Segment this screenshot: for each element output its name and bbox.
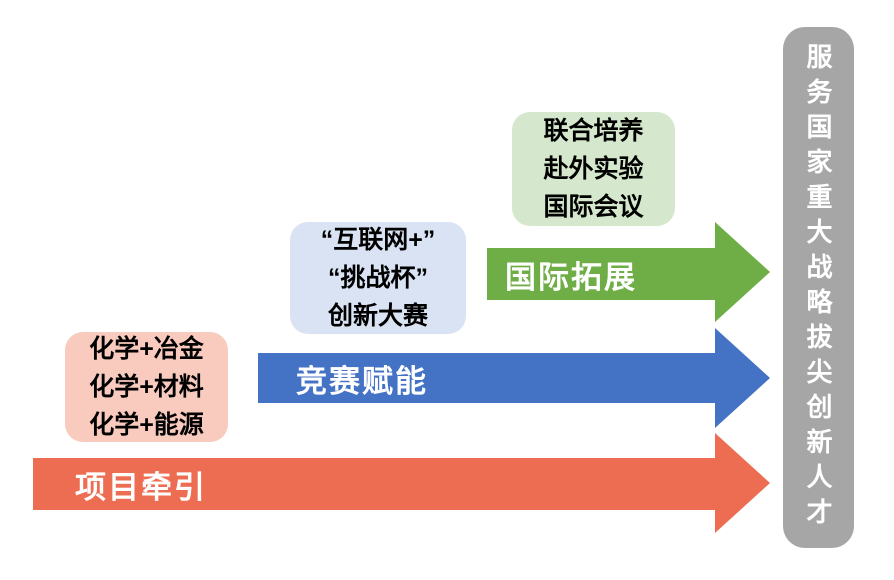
arrow-shaft: 竞赛赋能 [258, 353, 715, 403]
arrow-project-traction: 项目牵引 [33, 433, 770, 533]
note-line: 化学+能源 [89, 411, 204, 439]
arrow-shaft: 项目牵引 [33, 458, 715, 510]
note-line: 化学+材料 [89, 373, 204, 401]
arrow-label: 竞赛赋能 [296, 363, 428, 399]
goal-bar: 服务国家重大战略拔尖创新人才 [783, 27, 854, 548]
note-line: 联合培养 [543, 117, 644, 145]
arrow-head-icon [715, 433, 770, 533]
note-box-competition: “互联网+” “挑战杯” 创新大赛 [290, 222, 466, 334]
note-line: 国际会议 [543, 193, 644, 221]
goal-bar-text: 服务国家重大战略拔尖创新人才 [803, 42, 833, 533]
note-box-international: 联合培养 赴外实验 国际会议 [512, 112, 675, 226]
arrow-label: 项目牵引 [75, 469, 207, 505]
note-line: 化学+冶金 [89, 335, 204, 363]
arrow-competition-empowerment: 竞赛赋能 [258, 328, 770, 428]
note-box-project: 化学+冶金 化学+材料 化学+能源 [65, 332, 228, 442]
arrow-international-expansion: 国际拓展 [487, 222, 770, 322]
note-line: 创新大赛 [327, 302, 428, 330]
arrow-head-icon [715, 222, 770, 322]
note-line: 赴外实验 [543, 155, 644, 183]
arrow-label: 国际拓展 [505, 259, 637, 295]
note-line: “互联网+” [320, 226, 436, 254]
arrow-head-icon [715, 328, 770, 428]
note-line: “挑战杯” [327, 264, 428, 292]
arrow-shaft: 国际拓展 [487, 248, 715, 300]
